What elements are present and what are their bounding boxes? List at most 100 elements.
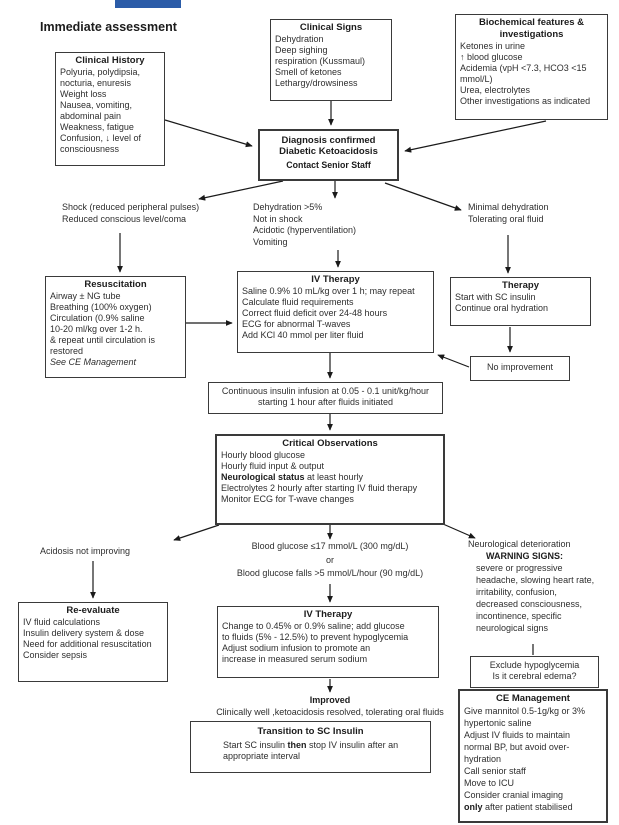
text-line: Monitor ECG for T-wave changes: [221, 494, 354, 504]
text-line: starting 1 hour after fluids initiated: [257, 397, 394, 407]
text-line: Continuous insulin infusion at 0.05 - 0.…: [221, 386, 430, 396]
improved-title: Improved: [309, 695, 351, 705]
node-iv-therapy-2: IV Therapy Change to 0.45% or 0.9% salin…: [217, 606, 439, 678]
node-transition-sc-insulin: Transition to SC Insulin Start SC insuli…: [190, 721, 431, 773]
text-line: Continue oral hydration: [455, 303, 549, 313]
text-line: normal BP, but avoid over-: [464, 742, 570, 752]
text-line: Deep sighing: [275, 45, 328, 55]
ce-management-lines: Give mannitol 0.5-1g/kg or 3%hypertonic …: [464, 705, 602, 801]
text-line: Lethargy/drowsiness: [275, 78, 358, 88]
text-line: consciousness: [60, 144, 120, 154]
text-line: Move to ICU: [464, 778, 515, 788]
text-line: headache, slowing heart rate,: [476, 575, 595, 585]
text-line: ↑ blood glucose: [460, 52, 523, 62]
text-line: Shock (reduced peripheral pulses): [62, 202, 200, 212]
text-line: Calculate fluid requirements: [242, 297, 354, 307]
text-line: Is it cerebral edema?: [492, 671, 577, 681]
text-line: Blood glucose falls >5 mmol/L/hour (90 m…: [236, 568, 424, 578]
text-line: irritability, confusion,: [476, 587, 557, 597]
diagnosis-line3: Contact Senior Staff: [286, 160, 371, 170]
text-line: Give mannitol 0.5-1g/kg or 3%: [464, 706, 586, 716]
text-line: Nausea, vomiting,: [60, 100, 133, 110]
iv-therapy-2-lines: Change to 0.45% or 0.9% saline; add gluc…: [222, 621, 434, 665]
text-line: Acidotic (hyperventilation): [253, 225, 357, 235]
text-line: & repeat until circulation is: [50, 335, 156, 345]
text-line: Dehydration: [275, 34, 324, 44]
text-line: Exclude hypoglycemia: [489, 660, 580, 670]
node-iv-therapy-1: IV Therapy Saline 0.9% 10 mL/kg over 1 h…: [237, 271, 434, 353]
text-line: Breathing (100% oxygen): [50, 302, 152, 312]
node-clinical-history: Clinical History Polyuria, polydipsia,no…: [55, 52, 165, 166]
critical-observations-line-neuro: Neurological status at least hourly: [221, 472, 364, 482]
text-line: Saline 0.9% 10 mL/kg over 1 h; may repea…: [242, 286, 415, 296]
text-line: Acidemia (vpH <7.3, HCO3 <15: [460, 63, 587, 73]
text-line: decreased consciousness,: [476, 599, 583, 609]
text-line: to fluids (5% - 12.5%) to prevent hypogl…: [222, 632, 409, 642]
label-acidosis: Acidosis not improving: [40, 546, 131, 556]
text-line: 10-20 ml/kg over 1-2 h.: [50, 324, 143, 334]
text-line: Blood glucose ≤17 mmol/L (300 mg/dL): [251, 541, 409, 551]
text-line: Correct fluid deficit over 24-48 hours: [242, 308, 388, 318]
resuscitation-see-ce: See CE Management: [50, 357, 137, 367]
text-line: Adjust IV fluids to maintain: [464, 730, 571, 740]
text-line: IV fluid calculations: [23, 617, 101, 627]
neuro-lines: severe or progressive headache, slowing h…: [468, 562, 594, 634]
text-line: Weight loss: [60, 89, 107, 99]
node-diagnosis: Diagnosis confirmed Diabetic Ketoacidosi…: [258, 129, 399, 181]
text-line: Dehydration >5%: [253, 202, 323, 212]
arrow-noimprovement-to-ivtherapy: [437, 354, 470, 368]
text-line: Airway ± NG tube: [50, 291, 121, 301]
ce-management-last-line: only after patient stabilised: [464, 802, 573, 812]
text-line: ECG for abnormal T-waves: [242, 319, 351, 329]
text-line: Ketones in urine: [460, 41, 526, 51]
arrow-diagnosis-to-minimal: [384, 182, 462, 211]
text-line: Confusion, ↓ level of: [60, 133, 142, 143]
page-title: Immediate assessment: [40, 20, 177, 34]
label-improved: Improved Clinically well ,ketoacidosis r…: [160, 695, 500, 718]
text-line: Add KCl 40 mmol per liter fluid: [242, 330, 364, 340]
node-ce-management: CE Management Give mannitol 0.5-1g/kg or…: [458, 689, 608, 823]
label-neuro-deterioration: Neurological deterioration WARNING SIGNS…: [468, 538, 594, 634]
label-shock: Shock (reduced peripheral pulses)Reduced…: [62, 202, 199, 225]
text-line: Tolerating oral fluid: [468, 213, 544, 224]
text-line: Other investigations as indicated: [460, 96, 591, 106]
transition-line1: Start SC insulin then stop IV insulin af…: [223, 740, 399, 750]
arrow-observations-to-neuro: [442, 523, 476, 539]
text-line: Hourly blood glucose: [221, 450, 306, 460]
neuro-line1: Neurological deterioration: [468, 539, 571, 549]
text-line: Reduced conscious level/coma: [62, 213, 187, 224]
text-line: Urea, electrolytes: [460, 85, 531, 95]
text-line: Insulin delivery system & dose: [23, 628, 145, 638]
text-line: abdominal pain: [60, 111, 122, 121]
text-line: incontinence, specific: [476, 611, 562, 621]
arrow-observations-to-acidosis: [173, 524, 220, 541]
text-line: Polyuria, polydipsia,: [60, 67, 141, 77]
text-line: Not in shock: [253, 213, 303, 224]
neuro-warning-signs: WARNING SIGNS:: [486, 551, 564, 561]
text-line: Change to 0.45% or 0.9% saline; add gluc…: [222, 621, 405, 631]
text-line: restored: [50, 346, 84, 356]
text-line: or: [325, 554, 334, 565]
diagnosis-line1: Diagnosis confirmed: [281, 135, 376, 146]
improved-text: Clinically well ,ketoacidosis resolved, …: [216, 706, 444, 717]
insulin-infusion-lines: Continuous insulin infusion at 0.05 - 0.…: [213, 386, 438, 408]
text-line: Consider sepsis: [23, 650, 88, 660]
journal-logo-banner: [115, 0, 181, 8]
text-line: Weakness, fatigue: [60, 122, 134, 132]
node-critical-observations: Critical Observations Hourly blood gluco…: [215, 434, 445, 525]
text-line: Call senior staff: [464, 766, 526, 776]
text-line: severe or progressive: [476, 563, 563, 573]
text-line: hydration: [464, 754, 502, 764]
node-insulin-infusion: Continuous insulin infusion at 0.05 - 0.…: [208, 382, 443, 414]
